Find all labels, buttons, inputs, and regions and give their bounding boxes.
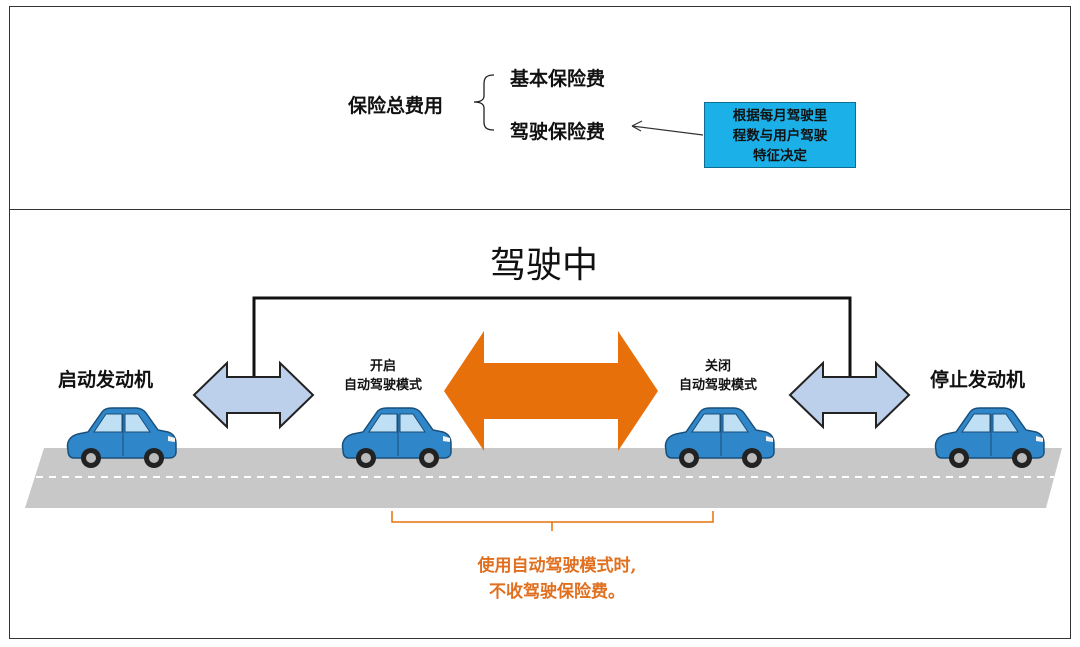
base-premium-label: 基本保险费: [510, 68, 606, 90]
auto-mode-caption: 使用自动驾驶模式时, 不收驾驶保险费。: [477, 556, 637, 602]
bottom-panel-frame: [9, 209, 1071, 639]
auto-mode-on-label: 开启 自动驾驶模式: [343, 359, 422, 393]
driving-title: 驾驶中: [490, 245, 599, 286]
pointer-arrow-line: [631, 125, 704, 136]
auto-mode-off-label: 关闭 自动驾驶模式: [678, 359, 757, 393]
brace-icon: [473, 74, 495, 131]
total-cost-label: 保险总费用: [348, 95, 444, 117]
stop-engine-label: 停止发动机: [930, 369, 1026, 391]
pointer-arrow-head-icon: [631, 120, 643, 132]
start-engine-label: 启动发动机: [58, 369, 154, 391]
driving-premium-label: 驾驶保险费: [510, 121, 606, 143]
auto-span-bracket: [391, 511, 714, 523]
auto-mode-double-arrow-icon: [444, 331, 658, 451]
top-panel-frame: [9, 6, 1071, 210]
driving-span-line: [252, 296, 852, 378]
premium-note-box: 根据每月驾驶里 程数与用户驾驶 特征决定: [704, 102, 856, 168]
